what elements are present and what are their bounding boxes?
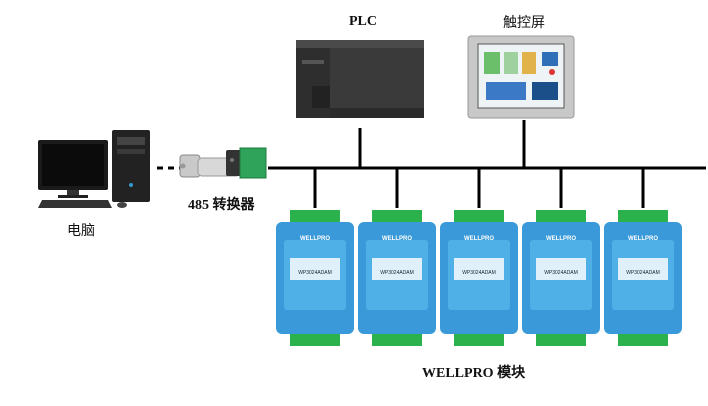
computer-device bbox=[38, 130, 150, 208]
module-brand: WELLPRO bbox=[546, 236, 576, 242]
module-brand: WELLPRO bbox=[464, 236, 494, 242]
module-label-plate bbox=[618, 258, 668, 280]
converter-screw-2 bbox=[230, 158, 234, 162]
hmi-indicator bbox=[549, 69, 555, 75]
module-label-plate bbox=[454, 258, 504, 280]
module-model: WP3024ADAM bbox=[626, 270, 660, 276]
module-texts: WELLPRO WP3024ADAM WELLPRO WP3024ADAM WE… bbox=[298, 236, 660, 276]
module-terminal-top bbox=[618, 210, 668, 222]
converter-screw-1 bbox=[180, 163, 186, 169]
module-terminal-top bbox=[454, 210, 504, 222]
module-terminal-top bbox=[536, 210, 586, 222]
module-model: WP3024ADAM bbox=[462, 270, 496, 276]
module-brand: WELLPRO bbox=[382, 236, 412, 242]
wellpro-module-5 bbox=[604, 210, 682, 346]
module-label-plate bbox=[536, 258, 586, 280]
converter-pcb bbox=[239, 147, 267, 179]
hmi-widget-1 bbox=[484, 52, 500, 74]
monitor-screen bbox=[42, 144, 104, 186]
label-computer: 电脑 bbox=[67, 224, 95, 239]
keyboard bbox=[38, 200, 112, 208]
pc-tower bbox=[112, 130, 150, 202]
converter-db9-right bbox=[226, 150, 242, 176]
module-terminal-bottom bbox=[454, 334, 504, 346]
wellpro-module-3 bbox=[440, 210, 518, 346]
plc-bottom-terminal bbox=[330, 108, 424, 118]
plc-port-cover bbox=[312, 86, 330, 108]
module-terminal-bottom bbox=[372, 334, 422, 346]
wellpro-module-1 bbox=[276, 210, 354, 346]
hmi-widget-6 bbox=[532, 82, 558, 100]
pc-tower-bay-2 bbox=[117, 149, 145, 154]
pc-power-led bbox=[129, 183, 133, 187]
hmi-widget-5 bbox=[486, 82, 526, 100]
module-terminal-bottom bbox=[536, 334, 586, 346]
plc-top-edge bbox=[296, 40, 424, 48]
pc-tower-bay bbox=[117, 137, 145, 145]
module-terminal-bottom bbox=[290, 334, 340, 346]
module-label-plate bbox=[290, 258, 340, 280]
module-model: WP3024ADAM bbox=[544, 270, 578, 276]
module-terminal-bottom bbox=[618, 334, 668, 346]
hmi-widget-4 bbox=[542, 52, 558, 66]
module-model: WP3024ADAM bbox=[298, 270, 332, 276]
module-brand: WELLPRO bbox=[300, 236, 330, 242]
hmi-widget-2 bbox=[504, 52, 518, 74]
rs485-bus bbox=[157, 120, 706, 208]
module-model: WP3024ADAM bbox=[380, 270, 414, 276]
wellpro-module-2 bbox=[358, 210, 436, 346]
label-plc: PLC bbox=[349, 14, 377, 29]
touchscreen-device bbox=[467, 35, 575, 119]
plc-led-strip bbox=[302, 60, 324, 64]
plc-device bbox=[296, 40, 424, 118]
label-modules: WELLPRO 模块 bbox=[422, 366, 526, 381]
label-converter: 485 转换器 bbox=[188, 198, 255, 213]
label-touchscreen: 触控屏 bbox=[503, 16, 545, 31]
hmi-widget-3 bbox=[522, 52, 536, 74]
module-terminal-top bbox=[372, 210, 422, 222]
rs485-converter-device bbox=[179, 147, 267, 179]
module-label-plate bbox=[372, 258, 422, 280]
module-terminal-top bbox=[290, 210, 340, 222]
wellpro-module-4 bbox=[522, 210, 600, 346]
module-brand: WELLPRO bbox=[628, 236, 658, 242]
monitor-base bbox=[58, 195, 88, 198]
monitor-stand bbox=[67, 190, 79, 196]
mouse bbox=[117, 202, 127, 208]
